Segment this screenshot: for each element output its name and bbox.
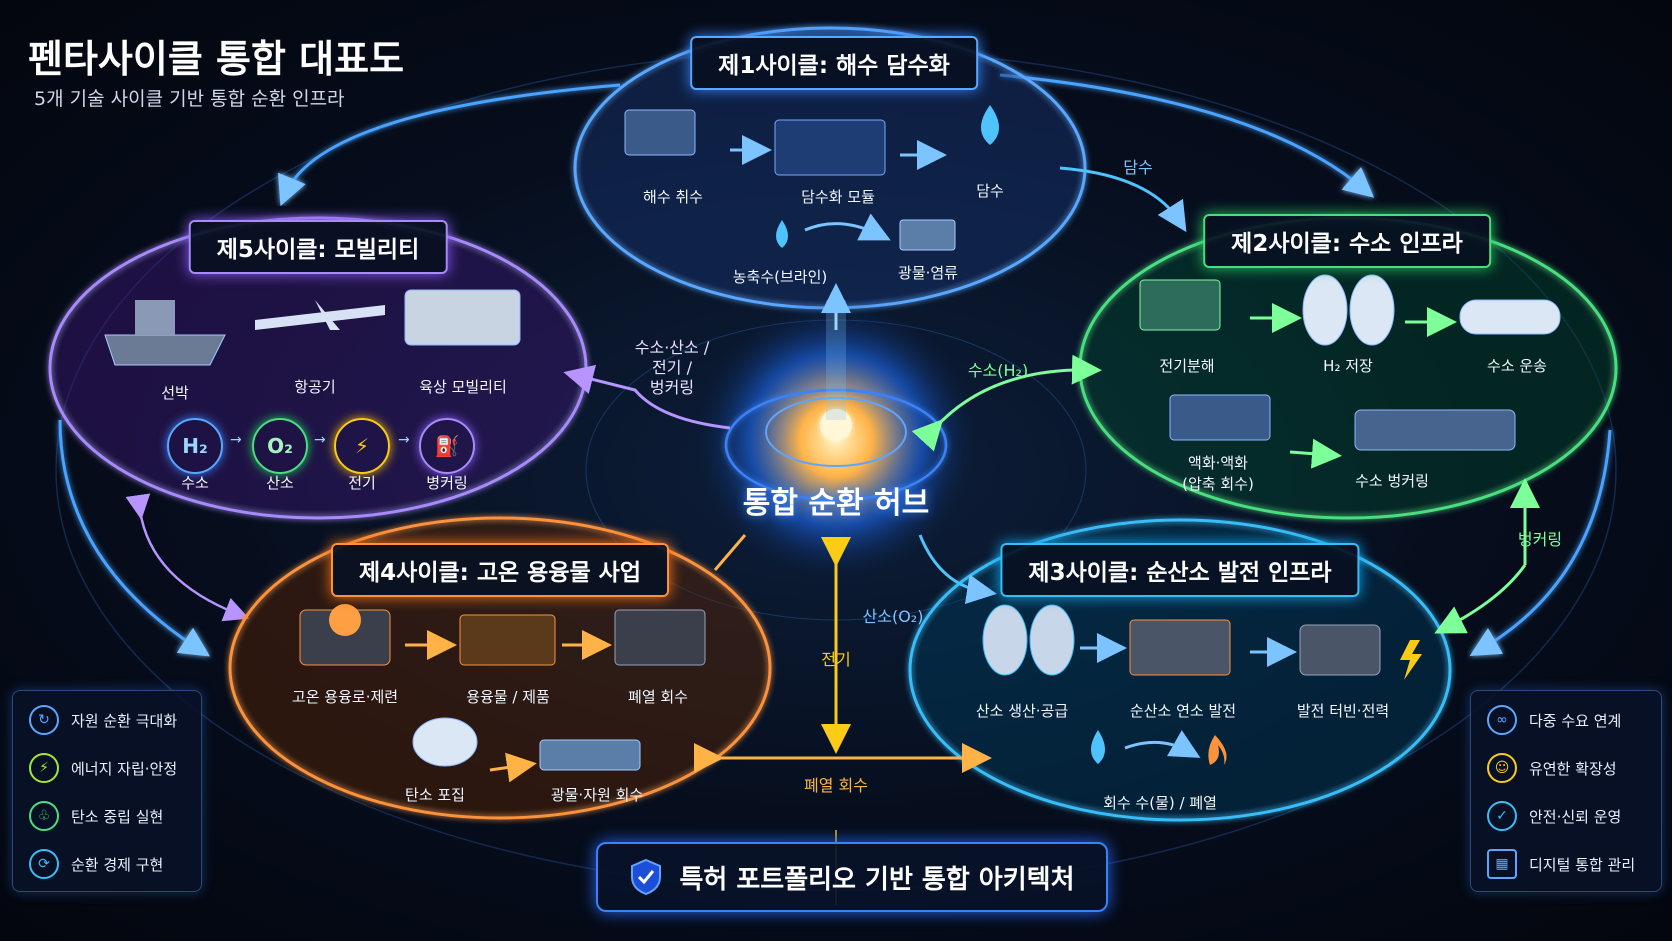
hub-ring-inner [765,397,907,467]
c1-arrow-3 [804,213,891,241]
hub-beam [826,300,846,420]
cycle4-title: 제4사이클: 고온 용융물 사업 [331,543,669,597]
arc-c5-c4-link [125,493,250,622]
c3-label-oxygen-supply: 산소 생산·공급 [975,702,1069,720]
arc-c2-to-c3 [1469,429,1612,657]
leaf-icon: ♧ [29,801,59,831]
flow-label-heat: 폐열 회수 [804,776,868,795]
right-panel-item: ☺유연한 확장성 [1487,753,1617,783]
right-benefits-panel: ∞다중 수요 연계 ☺유연한 확장성 ✓안전·신뢰 운영 ▦디지털 통합 관리 [1470,690,1662,892]
hub-label: 통합 순환 허브 [742,486,930,521]
cycle2-title: 제2사이클: 수소 인프라 [1203,214,1491,268]
hub-core [820,409,852,441]
flow-label-electricity: 전기 [821,650,851,669]
c4-label-resources: 광물·자원 회수 [550,786,644,804]
c4-icons [299,604,706,771]
c4-label-capture: 탄소 포집 [405,786,465,804]
c3-arrow-3 [1124,730,1201,758]
c2-label-transport: 수소 운송 [1487,357,1547,375]
flow-water-arrow [1059,166,1187,233]
c4-label-heat: 폐열 회수 [628,688,688,706]
user-icon: ☺ [1487,753,1517,783]
c5-icons [104,289,521,366]
c5-label-ship: 선박 [161,384,189,402]
chip-arrow-3: → [398,432,410,448]
flow-bunkering-arrow [1434,564,1527,634]
chip-label-bunkering: 병커링 [426,474,468,492]
c3-icons [982,604,1422,765]
c4-arrow-3 [489,752,537,783]
c3-label-recovery: 회수 수(물) / 폐열 [1103,794,1217,812]
c1-label-intake: 해수 취수 [643,188,703,206]
c2-label-liquefaction: 액화·액화 (압축 회수) [1182,454,1254,493]
flow-hydrogen-arrow [911,354,1102,452]
chip-arrow-1: → [230,432,242,448]
flow-hub-c4-line [713,534,747,571]
c1-label-module: 담수화 모듈 [801,188,875,206]
left-panel-item: ⚡에너지 자립·안정 [29,753,177,783]
flow-oxygen-arrow [918,534,997,605]
right-panel-item: ∞다중 수요 연계 [1487,705,1621,735]
c4-label-furnace: 고온 용융로·제련 [291,688,399,706]
page-subtitle: 5개 기술 사이클 기반 통합 순환 인프라 [34,88,345,110]
c2-label-bunkering: 수소 벙커링 [1355,472,1429,490]
flow-label-mobility: 수소·산소 / 전기 / 벙커링 [634,338,710,397]
c1-label-freshwater: 담수 [976,182,1004,200]
c3-label-turbine: 발전 터빈·전력 [1296,702,1390,720]
flow-label-oxygen: 산소(O₂) [862,607,924,626]
right-panel-item: ✓안전·신뢰 운영 [1487,801,1621,831]
c5-label-land: 육상 모빌리티 [419,378,507,396]
c1-icons [624,105,999,251]
flow-label-hydrogen: 수소(H₂) [967,361,1029,380]
left-panel-item: ↻자원 순환 극대화 [29,705,177,735]
c2-icons [1139,274,1561,451]
cycle1-title: 제1사이클: 해수 담수화 [690,36,978,90]
arc-c1-to-c2 [999,73,1375,198]
left-panel-item: ⟳순환 경제 구현 [29,849,163,879]
chip-hydrogen: H₂ [167,418,223,474]
c4-label-melt: 용융물 / 제품 [466,688,550,706]
shield-check-icon: ✓ [1487,801,1517,831]
chip-electric-icon: ⚡ [334,418,390,474]
dashboard-icon: ▦ [1487,849,1517,879]
c2-arrow-3 [1289,438,1342,469]
circular-economy-icon: ⟳ [29,849,59,879]
chip-label-oxygen: 산소 [266,474,294,492]
c2-label-electrolysis: 전기분해 [1159,357,1215,375]
chip-fuel-pump-icon: ⛽ [419,418,475,474]
c3-label-oxyfuel: 순산소 연소 발전 [1129,702,1237,720]
right-panel-item: ▦디지털 통합 관리 [1487,849,1635,879]
footer-banner: 특허 포트폴리오 기반 통합 아키텍처 [596,842,1108,912]
arc-c1-to-c5 [278,83,621,207]
left-panel-item: ♧탄소 중립 실현 [29,801,163,831]
chip-label-hydrogen: 수소 [181,474,209,492]
chip-label-electric: 전기 [348,474,376,492]
cycle5-title: 제5사이클: 모빌리티 [188,220,448,274]
energy-icon: ⚡ [29,753,59,783]
flow-label-water: 담수 [1123,158,1153,177]
c1-label-brine: 농축수(브라인) [732,268,828,286]
c5-label-aircraft: 항공기 [294,378,336,396]
arc-c5-to-c4 [58,419,211,657]
footer-text: 특허 포트폴리오 기반 통합 아키텍처 [679,864,1075,895]
shield-check-icon [631,858,662,896]
c1-label-minerals: 광물·염류 [898,264,958,282]
recycle-icon: ↻ [29,705,59,735]
flow-mobility-arrow [563,364,731,430]
c2-label-storage: H₂ 저장 [1323,357,1373,375]
link-icon: ∞ [1487,705,1517,735]
chip-oxygen: O₂ [252,418,308,474]
left-benefits-panel: ↻자원 순환 극대화 ⚡에너지 자립·안정 ♧탄소 중립 실현 ⟳순환 경제 구… [12,690,202,892]
cycle3-title: 제3사이클: 순산소 발전 인프라 [1000,543,1360,597]
chip-arrow-2: → [314,432,326,448]
page-title: 펜타사이클 통합 대표도 [28,37,405,81]
flow-label-bunkering: 벙커링 [1517,530,1563,549]
